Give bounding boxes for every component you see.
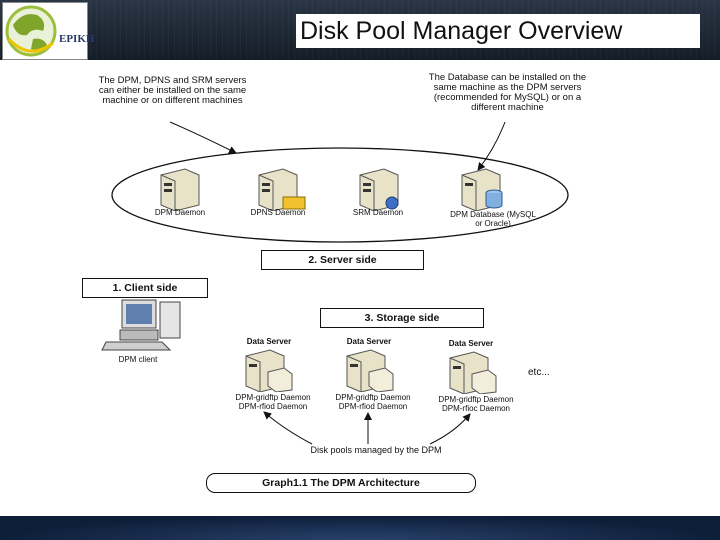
page-title: Disk Pool Manager Overview bbox=[296, 14, 700, 48]
computer-icon bbox=[100, 298, 186, 357]
logo: EPIKH bbox=[2, 2, 94, 60]
server-tower-icon bbox=[155, 167, 203, 216]
storage-side-box: 3. Storage side bbox=[320, 308, 484, 328]
server-group-ellipse bbox=[111, 147, 569, 243]
arrow-disk-pool-1 bbox=[263, 411, 313, 445]
arrow-servers-note bbox=[169, 121, 237, 154]
server-tower-icon bbox=[253, 167, 307, 216]
data-server-icon bbox=[444, 350, 500, 399]
server-label-srm: SRM Daemon bbox=[352, 208, 404, 217]
footer-glow bbox=[0, 516, 720, 540]
data-server-icon bbox=[240, 348, 296, 397]
client-label: DPM client bbox=[118, 355, 158, 364]
data-server-title-2: Data Server bbox=[346, 337, 392, 346]
footer-bar bbox=[0, 516, 720, 540]
database-install-note: The Database can be installed on the sam… bbox=[428, 72, 587, 113]
data-server-icon bbox=[341, 348, 397, 397]
client-side-box: 1. Client side bbox=[82, 278, 208, 298]
server-label-dpm: DPM Daemon bbox=[154, 208, 206, 217]
server-label-database: DPM Database (MySQL or Oracle) bbox=[450, 210, 536, 228]
server-label-dpns: DPNS Daemon bbox=[250, 208, 306, 217]
data-server-title-3: Data Server bbox=[448, 339, 494, 348]
servers-install-note: The DPM, DPNS and SRM servers can either… bbox=[98, 75, 247, 106]
arrow-database-note bbox=[477, 121, 506, 171]
arrow-disk-pool-3 bbox=[429, 413, 471, 445]
globe-logo-icon bbox=[5, 5, 57, 57]
data-server-daemon-2a: DPM-gridftp Daemon bbox=[335, 393, 411, 402]
data-server-daemon-3b: DPM-rfioc Daemon bbox=[441, 404, 510, 413]
etc-label: etc... bbox=[528, 367, 550, 378]
disk-pools-label: Disk pools managed by the DPM bbox=[310, 445, 442, 455]
server-tower-icon bbox=[354, 167, 408, 216]
data-server-title-1: Data Server bbox=[246, 337, 292, 346]
data-server-daemon-2b: DPM-rfiod Daemon bbox=[338, 402, 408, 411]
data-server-daemon-1b: DPM-rfiod Daemon bbox=[238, 402, 308, 411]
graph-caption: Graph1.1 The DPM Architecture bbox=[206, 473, 476, 493]
server-side-box: 2. Server side bbox=[261, 250, 424, 270]
data-server-daemon-3a: DPM-gridftp Daemon bbox=[438, 395, 514, 404]
logo-text: EPIKH bbox=[59, 33, 95, 45]
database-server-icon bbox=[456, 167, 510, 216]
data-server-daemon-1a: DPM-gridftp Daemon bbox=[235, 393, 311, 402]
header-bar: EPIKH Disk Pool Manager Overview bbox=[0, 0, 720, 60]
